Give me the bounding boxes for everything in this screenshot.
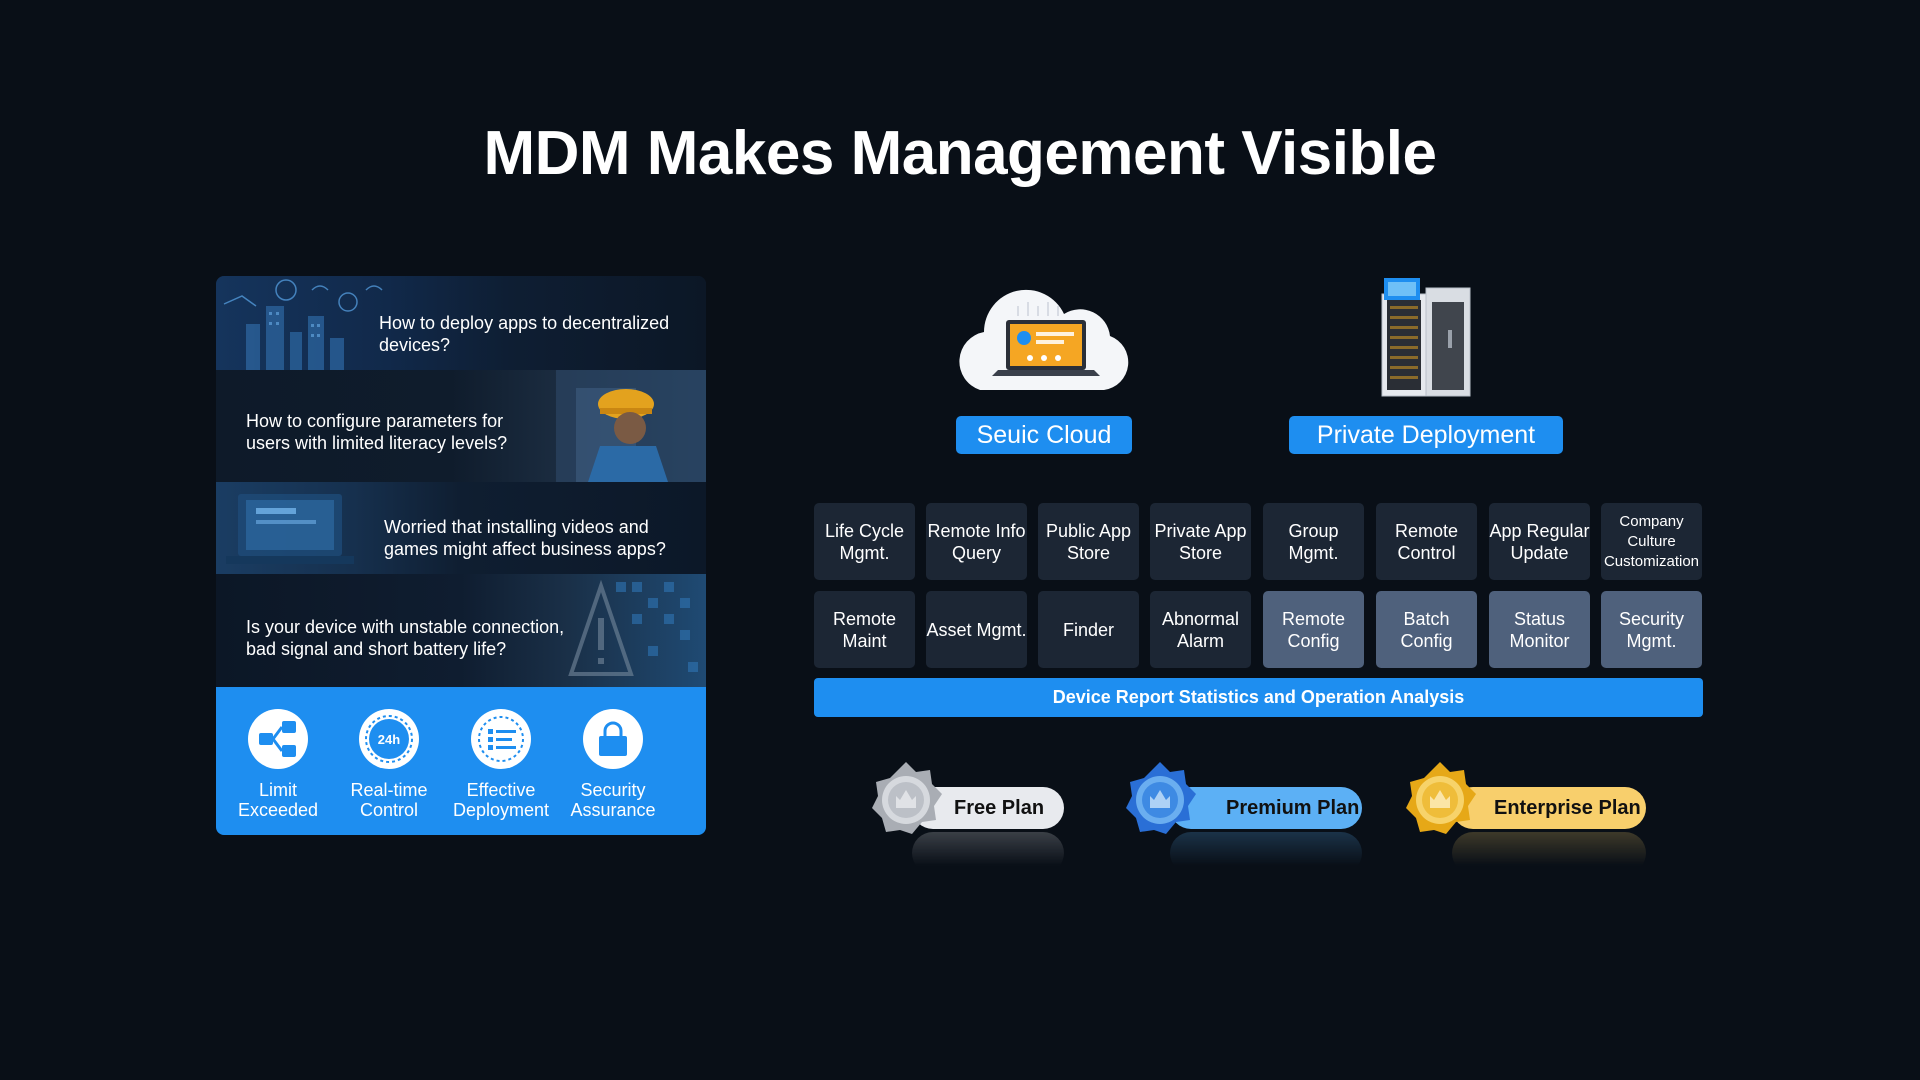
blue-medal-icon — [1126, 762, 1196, 834]
24h-clock-icon: 24h — [359, 709, 419, 769]
smart-city-illustration — [223, 279, 383, 370]
question-card-configure-parameters: How to configure parameters for users wi… — [216, 370, 706, 482]
feature-effective-deployment: Effective Deployment — [445, 709, 557, 820]
cloud-laptop-icon — [959, 289, 1129, 390]
feature-real-time-control: 24h Real-time Control — [333, 709, 445, 820]
feature-limit-exceeded: Limit Exceeded — [222, 709, 334, 820]
question-text: How to configure parameters for users wi… — [246, 411, 508, 453]
technician-photo — [556, 370, 706, 482]
share-network-icon — [248, 709, 308, 769]
server-rack-icon — [1381, 278, 1471, 397]
plan-reflection — [1452, 832, 1646, 866]
svg-text:24h: 24h — [378, 732, 400, 747]
question-card-business-apps: Worried that installing videos and games… — [216, 482, 706, 574]
plan-free[interactable]: Free Plan — [868, 758, 1068, 868]
feature-tile-private-app-store: Private App Store — [1150, 503, 1251, 580]
report-statistics-bar: Device Report Statistics and Operation A… — [814, 678, 1703, 717]
feature-tile-life-cycle: Life Cycle Mgmt. — [814, 503, 915, 580]
lock-icon — [583, 709, 643, 769]
feature-tile-abnormal-alarm: Abnormal Alarm — [1150, 591, 1251, 668]
private-deployment-label: Private Deployment — [1289, 416, 1563, 454]
challenges-panel: How to deploy apps to decentralized devi… — [216, 276, 706, 835]
silver-medal-icon — [872, 762, 942, 834]
question-card-unstable-connection: Is your device with unstable connection,… — [216, 574, 706, 687]
feature-tile-remote-info: Remote Info Query — [926, 503, 1027, 580]
question-card-deploy-apps: How to deploy apps to decentralized devi… — [216, 276, 706, 370]
plan-label: Premium Plan — [1170, 787, 1362, 829]
question-text: Is your device with unstable connection,… — [246, 617, 565, 659]
feature-tile-security-mgmt: Security Mgmt. — [1601, 591, 1702, 668]
page-title: MDM Makes Management Visible — [483, 119, 1437, 188]
checklist-icon — [471, 709, 531, 769]
plan-enterprise[interactable]: Enterprise Plan — [1402, 758, 1648, 868]
feature-tile-remote-config: Remote Config — [1263, 591, 1364, 668]
seuic-cloud-label: Seuic Cloud — [956, 416, 1132, 454]
feature-tile-finder: Finder — [1038, 591, 1139, 668]
feature-tile-app-regular-update: App Regular Update — [1489, 503, 1590, 580]
warning-sign-illustration — [568, 579, 698, 676]
feature-tile-status-monitor: Status Monitor — [1489, 591, 1590, 668]
gold-medal-icon — [1406, 762, 1476, 834]
question-text: How to deploy apps to decentralized devi… — [379, 313, 670, 355]
laptop-desk-illustration — [226, 494, 354, 564]
feature-tile-public-app-store: Public App Store — [1038, 503, 1139, 580]
plan-premium[interactable]: Premium Plan — [1122, 758, 1366, 868]
feature-bar: Limit Exceeded 24h Real-time Control — [216, 687, 706, 835]
plan-reflection — [1170, 832, 1362, 866]
plan-label: Free Plan — [912, 787, 1064, 829]
feature-tile-asset-mgmt: Asset Mgmt. — [926, 591, 1027, 668]
feature-tile-remote-control: Remote Control — [1376, 503, 1477, 580]
question-text: Worried that installing videos and games… — [384, 517, 666, 559]
feature-tile-remote-maint: Remote Maint — [814, 591, 915, 668]
feature-tile-company-culture: Company Culture Customization — [1601, 503, 1702, 580]
feature-tile-group-mgmt: Group Mgmt. — [1263, 503, 1364, 580]
feature-tile-batch-config: Batch Config — [1376, 591, 1477, 668]
feature-security-assurance: Security Assurance — [557, 709, 669, 820]
plan-label: Enterprise Plan — [1452, 787, 1646, 829]
plan-reflection — [912, 832, 1064, 866]
